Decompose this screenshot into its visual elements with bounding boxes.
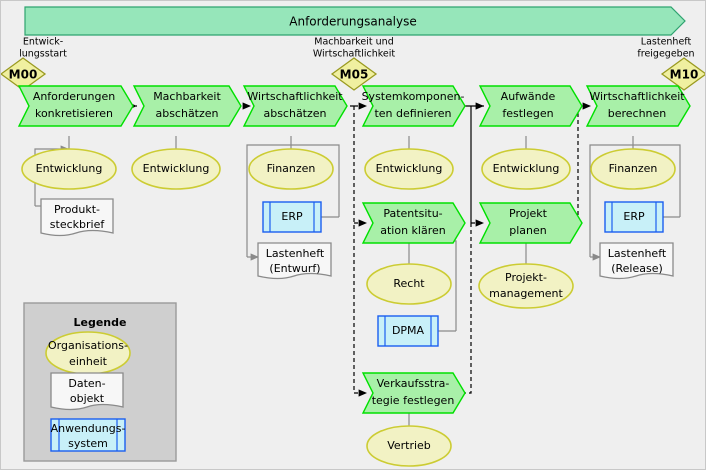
milestone-m00-caption-1: Entwick-	[23, 37, 63, 48]
system-erp-2[interactable]: ERP	[604, 201, 664, 233]
process-patentsituation-klaeren[interactable]: Patentsitu- ation klären	[361, 202, 466, 244]
org-unit-recht[interactable]: Recht	[366, 263, 452, 305]
org-unit-entwicklung-4[interactable]: Entwicklung	[481, 148, 571, 190]
document-lastenheft-entwurf[interactable]: Lastenheft (Entwurf)	[257, 242, 332, 280]
system-label: ERP	[623, 210, 645, 223]
process-label-line2: ation klären	[380, 224, 446, 237]
org-unit-label: Entwicklung	[143, 162, 210, 175]
org-unit-finanzen-2[interactable]: Finanzen	[590, 148, 676, 190]
org-unit-label: Finanzen	[609, 162, 658, 175]
process-aufwaende-festlegen[interactable]: Aufwände festlegen	[478, 85, 583, 127]
milestone-m00[interactable]: Entwick- lungsstart M00	[1, 37, 67, 91]
org-unit-label: Recht	[393, 277, 425, 290]
document-label-line1: Produkt-	[54, 203, 100, 216]
milestone-m10-caption-2: freigegeben	[637, 49, 694, 60]
document-label-line1: Lastenheft	[266, 247, 325, 260]
legend-item-label-line1: Organisations-	[48, 339, 128, 352]
document-label-line1: Lastenheft	[608, 247, 667, 260]
org-unit-label: Entwicklung	[376, 162, 443, 175]
document-label-line2: steckbrief	[50, 218, 106, 231]
milestone-m00-caption-2: lungsstart	[19, 49, 67, 60]
legend-item-label-line1: Daten-	[68, 377, 105, 390]
org-unit-label-line2: management	[489, 287, 563, 300]
legend-item-label-line2: objekt	[70, 392, 105, 405]
process-systemkomponenten-definieren[interactable]: Systemkomponen- ten definieren	[362, 85, 466, 127]
org-unit-vertrieb[interactable]: Vertrieb	[366, 425, 452, 467]
legend-item-datenobjekt: Daten- objekt	[50, 372, 124, 411]
process-label-line1: Wirtschaftlichkeit	[589, 90, 685, 103]
process-label-line1: Projekt	[509, 207, 548, 220]
legend-item-anwendungssystem: Anwendungs- system	[50, 418, 126, 452]
legend-title: Legende	[74, 316, 127, 329]
process-label-line2: berechnen	[608, 107, 667, 120]
process-label-line1: Wirtschaftlichkeit	[247, 90, 343, 103]
process-label-line1: Machbarkeit	[153, 90, 221, 103]
phase-banner: Anforderungsanalyse	[24, 6, 686, 36]
org-unit-entwicklung-2[interactable]: Entwicklung	[131, 148, 221, 190]
milestone-m10-caption-1: Lastenheft	[641, 37, 692, 48]
process-anforderungen-konkretisieren[interactable]: Anforderungen konkretisieren	[17, 85, 134, 127]
org-unit-entwicklung-3[interactable]: Entwicklung	[364, 148, 454, 190]
process-label-line2: planen	[509, 224, 547, 237]
document-label-line2: (Entwurf)	[269, 262, 320, 275]
system-erp-1[interactable]: ERP	[262, 201, 322, 233]
phase-banner-label: Anforderungsanalyse	[289, 15, 417, 29]
org-unit-label: Entwicklung	[493, 162, 560, 175]
legend-item-label-line1: Anwendungs-	[51, 422, 126, 435]
milestone-m00-label: M00	[9, 68, 38, 82]
milestone-m05-caption-1: Machbarkeit und	[314, 37, 393, 48]
process-label-line2: tegie festlegen	[372, 394, 455, 407]
system-label: ERP	[281, 210, 303, 223]
milestone-m05[interactable]: Machbarkeit und Wirtschaftlichkeit M05	[313, 37, 396, 91]
milestone-m05-label: M05	[340, 68, 369, 82]
process-verkaufsstrategie-festlegen[interactable]: Verkaufsstra- tegie festlegen	[361, 372, 466, 414]
system-label: DPMA	[392, 324, 425, 337]
document-label-line2: (Release)	[611, 262, 663, 275]
process-label-line2: ten definieren	[374, 107, 451, 120]
process-machbarkeit-abschaetzen[interactable]: Machbarkeit abschätzen	[132, 85, 242, 127]
legend-item-organisationseinheit: Organisations- einheit	[45, 331, 131, 375]
process-projekt-planen[interactable]: Projekt planen	[478, 202, 583, 244]
document-lastenheft-release[interactable]: Lastenheft (Release)	[599, 242, 674, 280]
legend-item-label-line2: system	[68, 437, 108, 450]
process-label-line2: abschätzen	[155, 107, 218, 120]
process-label-line1: Systemkomponen-	[362, 90, 465, 103]
milestone-m10[interactable]: Lastenheft freigegeben M10	[637, 37, 706, 91]
milestone-m10-label: M10	[670, 68, 699, 82]
org-unit-finanzen-1[interactable]: Finanzen	[248, 148, 334, 190]
process-label-line1: Aufwände	[501, 90, 556, 103]
org-unit-projektmanagement[interactable]: Projekt- management	[478, 263, 574, 309]
document-produktsteckbrief[interactable]: Produkt- steckbrief	[40, 198, 114, 237]
system-dpma[interactable]: DPMA	[377, 315, 439, 347]
process-label-line2: festlegen	[502, 107, 553, 120]
process-label-line2: abschätzen	[263, 107, 326, 120]
process-wirtschaftlichkeit-abschaetzen[interactable]: Wirtschaftlichkeit abschätzen	[242, 85, 348, 127]
org-unit-label: Entwicklung	[36, 162, 103, 175]
org-unit-label: Finanzen	[267, 162, 316, 175]
process-label-line2: konkretisieren	[35, 107, 113, 120]
org-unit-entwicklung-1[interactable]: Entwicklung	[21, 148, 117, 190]
org-unit-label: Vertrieb	[387, 439, 431, 452]
legend: Legende Organisations- einheit Daten- ob…	[23, 302, 177, 462]
legend-item-label-line2: einheit	[69, 355, 108, 368]
process-label-line1: Patentsitu-	[383, 207, 442, 220]
milestone-m05-caption-2: Wirtschaftlichkeit	[313, 49, 396, 60]
process-label-line1: Anforderungen	[33, 90, 115, 103]
process-label-line1: Verkaufsstra-	[377, 377, 450, 390]
process-wirtschaftlichkeit-berechnen[interactable]: Wirtschaftlichkeit berechnen	[585, 85, 691, 127]
org-unit-label-line1: Projekt-	[505, 271, 547, 284]
